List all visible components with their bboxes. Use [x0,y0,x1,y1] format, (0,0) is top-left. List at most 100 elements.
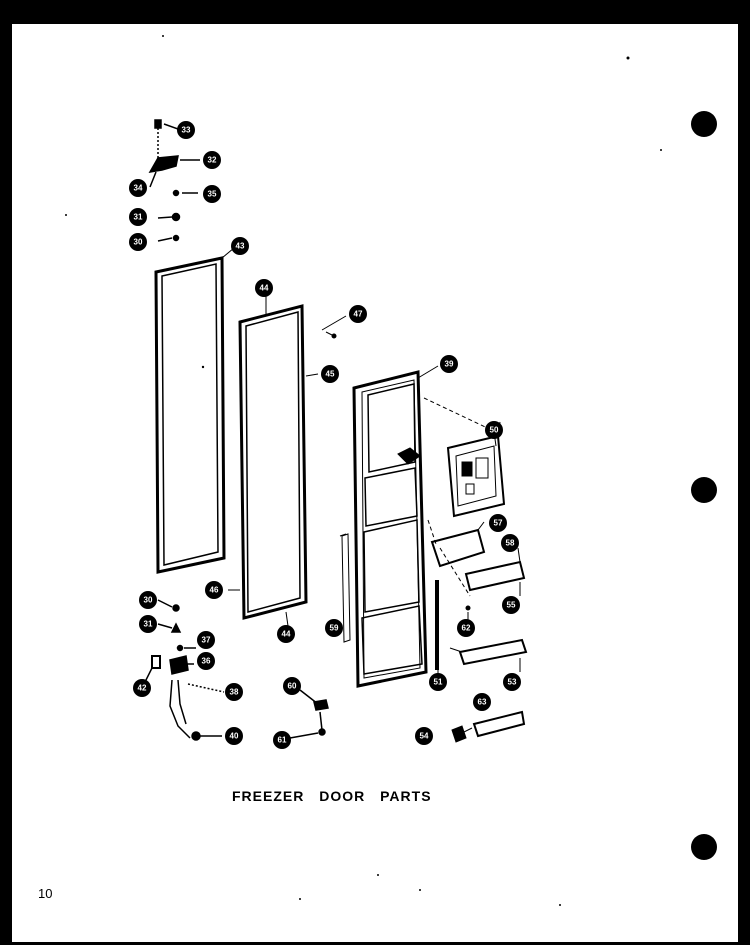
callout-35-top-label: 35 [208,190,217,199]
callout-38: 38 [225,683,243,701]
callout-54-label: 54 [420,732,429,741]
callout-44-top-badge [255,279,273,297]
callout-33-top-badge [177,121,195,139]
scan-specks [65,35,662,906]
callout-30-bottom-badge [139,591,157,609]
callout-58-badge [501,534,519,552]
callout-54-badge [415,727,433,745]
callout-30-bottom-label: 30 [144,596,153,605]
callout-53-label: 53 [508,678,517,687]
callout-32-label: 32 [208,156,217,165]
callout-38-badge [225,683,243,701]
callout-34-badge [129,179,147,197]
callout-42-label: 42 [138,684,147,693]
callout-40-label: 40 [230,732,239,741]
door-frame [339,365,501,688]
callout-31-bottom-badge [139,615,157,633]
callout-47-badge [349,305,367,323]
callout-42-badge [133,679,151,697]
callout-40: 40 [225,727,243,745]
callout-44-bottom-badge [277,625,295,643]
callout-44-top-label: 44 [260,284,269,293]
callout-59-badge [325,619,343,637]
bottom-hinge-assembly [141,599,329,741]
callout-43-badge [231,237,249,255]
page-number: 10 [38,886,53,901]
door-shelves [430,521,528,743]
callout-36-label: 36 [202,657,211,666]
callout-62-label: 62 [462,624,471,633]
callout-38-label: 38 [230,688,239,697]
binder-hole-bottom [691,834,717,860]
callout-47: 47 [349,305,367,323]
callout-46-label: 46 [210,586,219,595]
callout-62: 62 [457,619,475,637]
callout-50-label: 50 [490,426,499,435]
callout-63: 63 [473,693,491,711]
callout-32: 32 [203,151,221,169]
callout-50: 50 [485,421,503,439]
callout-58-label: 58 [506,539,515,548]
callout-42: 42 [133,679,151,697]
callout-44-bottom: 44 [277,625,295,643]
callout-53-badge [503,673,521,691]
callout-46: 46 [205,581,223,599]
callout-54: 54 [415,727,433,745]
door-gasket [154,247,235,574]
callout-58: 58 [501,534,519,552]
callout-60: 60 [283,677,301,695]
paper-sheet [12,24,738,942]
callout-59-label: 59 [330,624,339,633]
callout-39: 39 [440,355,458,373]
callout-59: 59 [325,619,343,637]
callout-61-label: 61 [278,736,287,745]
callout-36: 36 [197,652,215,670]
callout-36-badge [197,652,215,670]
callout-31-top: 31 [129,208,147,226]
callout-51-badge [429,673,447,691]
callout-63-badge [473,693,491,711]
callout-60-label: 60 [288,682,297,691]
callouts: 33 32 34 35 31 30 43 44 47 45 39 50 57 58 55 46 44 30 31 37… [129,121,521,749]
callout-34: 34 [129,179,147,197]
callout-53: 53 [503,673,521,691]
callout-61-badge [273,731,291,749]
callout-32-badge [203,151,221,169]
callout-33-top-label: 33 [182,126,191,135]
callout-39-badge [440,355,458,373]
callout-57: 57 [489,514,507,532]
top-hinge-assembly [148,119,200,242]
callout-31-bottom: 31 [139,615,157,633]
callout-43: 43 [231,237,249,255]
callout-31-top-badge [129,208,147,226]
callout-62-badge [457,619,475,637]
callout-33-top: 33 [177,121,195,139]
callout-40-badge [225,727,243,745]
callout-30-bottom: 30 [139,591,157,609]
binder-holes [691,111,717,860]
callout-37: 37 [197,631,215,649]
callout-57-label: 57 [494,519,503,528]
callout-44-bottom-label: 44 [282,630,291,639]
callout-35-top: 35 [203,185,221,203]
callout-34-label: 34 [134,184,143,193]
callout-51-label: 51 [434,678,443,687]
binder-hole-middle [691,477,717,503]
callout-37-label: 37 [202,636,211,645]
callout-45-badge [321,365,339,383]
callout-31-top-label: 31 [134,213,143,222]
callout-45-label: 45 [326,370,335,379]
callout-47-label: 47 [354,310,363,319]
callout-39-label: 39 [445,360,454,369]
callout-55-label: 55 [507,601,516,610]
callout-30-top: 30 [129,233,147,251]
callout-46-badge [205,581,223,599]
callout-50-badge [485,421,503,439]
callout-55-badge [502,596,520,614]
binder-hole-top [691,111,717,137]
callout-35-top-badge [203,185,221,203]
callout-55: 55 [502,596,520,614]
callout-44-top: 44 [255,279,273,297]
